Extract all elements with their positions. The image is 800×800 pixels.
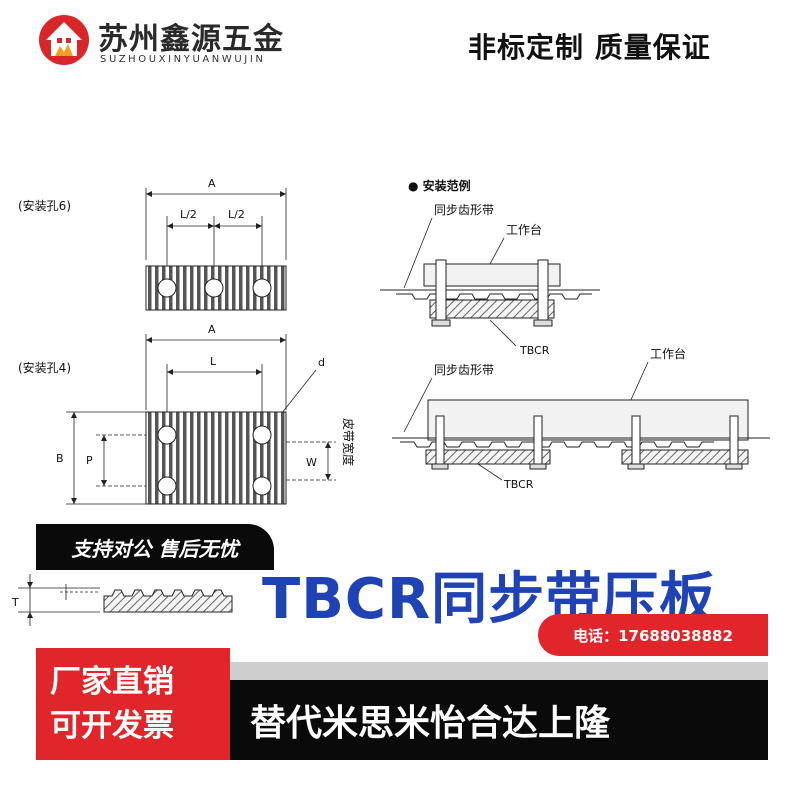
replacement-block: 替代米思米怡合达上隆 [230,680,768,760]
dim-half-right: L/2 [228,208,245,221]
dim-t: T [11,596,19,609]
belt-label-top: 同步齿形带 [434,203,494,217]
dim-a-mid: A [208,323,216,336]
brand-pinyin: SUZHOUXINYUANWUJIN [100,54,266,65]
install-example-title: ● 安装范例 [408,178,471,193]
invoice-text: 可开发票 [50,708,174,744]
dim-a-top: A [208,177,216,190]
dim-b: B [56,452,64,465]
house-logo-icon [39,15,89,65]
thickness-drawing: T [11,574,233,626]
worktable-label-top: 工作台 [506,222,542,237]
dim-w: W [306,456,317,469]
divider-strip [230,662,768,680]
worktable-label-bottom: 工作台 [650,346,686,361]
dim-d: d [318,356,325,369]
technical-drawing: (安装孔6) A L/2 L/2 (安装孔4) A L d B [18,177,770,505]
factory-direct-text: 厂家直销 [50,664,174,700]
phone-contact[interactable]: 电话：17688038882 [538,614,768,656]
tbcr-label-bottom: TBCR [503,478,534,491]
dim-half-left: L/2 [180,208,197,221]
slogan: 非标定制 质量保证 [468,31,711,64]
dim-p: P [86,454,93,467]
support-tag: 支持对公 售后无忧 [36,524,274,570]
brand-name: 苏州鑫源五金 [98,22,284,57]
label-holes-4: (安装孔4) [18,360,71,375]
dim-l: L [210,355,217,368]
factory-direct-block: 厂家直销 可开发票 [36,648,230,760]
belt-width-label: 皮带宽度 [341,418,356,466]
label-holes-6: (安装孔6) [18,198,71,213]
tbcr-label-top: TBCR [519,344,550,357]
belt-label-bottom: 同步齿形带 [434,363,494,377]
